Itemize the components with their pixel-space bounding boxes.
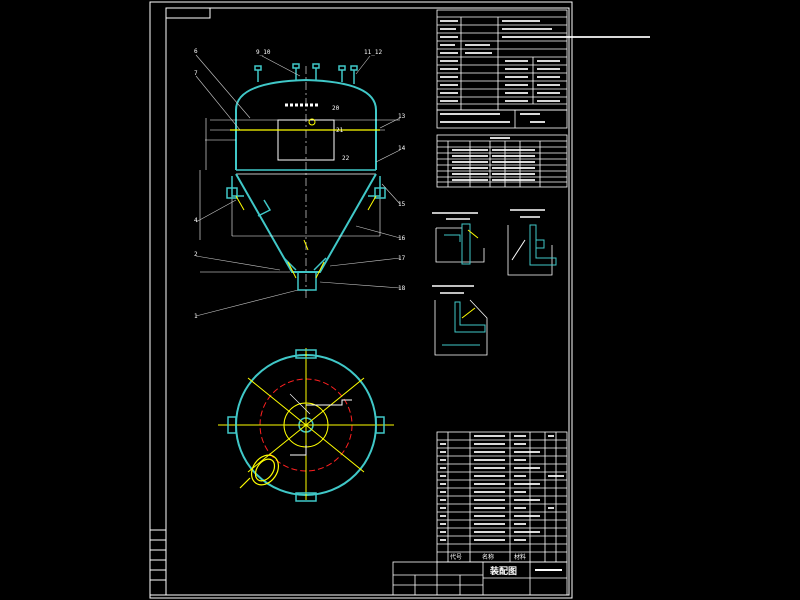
title-block [392, 561, 568, 596]
label-14: 14 [398, 145, 406, 152]
spec-table [436, 9, 568, 129]
detail-view-1 [432, 212, 485, 265]
vessel-plan-view [218, 348, 394, 502]
vessel-outlet [297, 272, 317, 291]
label-11-12: 11_12 [364, 49, 382, 56]
label-15: 15 [398, 201, 406, 208]
parts-header-code: 代号 [450, 553, 462, 561]
inner-frame [165, 7, 570, 596]
sheet-frame [149, 1, 573, 599]
drawing-title: 装配图 [489, 565, 517, 577]
label-9-10: 9_10 [256, 49, 271, 56]
plan-manhole [239, 454, 280, 489]
label-4: 4 [194, 217, 198, 224]
parts-list-header: 代号 名称 材料 [450, 553, 526, 561]
parts-header-name: 名称 [482, 553, 494, 561]
label-21: 21 [336, 127, 344, 134]
parts-list [436, 431, 568, 563]
label-7: 7 [194, 70, 198, 77]
parts-list-fill [440, 435, 564, 541]
nozzle-table-fill [452, 137, 535, 181]
label-2: 2 [194, 251, 198, 258]
label-22: 22 [342, 155, 350, 162]
spec-table-text-lines [440, 20, 650, 123]
label-13: 13 [398, 113, 406, 120]
label-17: 17 [398, 255, 406, 262]
left-stamp-column [149, 529, 167, 596]
detail-view-2 [507, 209, 557, 276]
label-20: 20 [332, 105, 340, 112]
parts-header-material: 材料 [514, 553, 526, 561]
label-1: 1 [194, 313, 198, 320]
detail-view-3 [432, 285, 488, 356]
nozzle-table [436, 134, 568, 188]
vessel-cone [235, 173, 377, 273]
vessel-dome [235, 78, 377, 111]
corner-tag [165, 7, 211, 19]
leader-labels: 6 7 9_10 11_12 13 14 15 16 17 18 4 2 1 2… [194, 48, 406, 320]
label-16: 16 [398, 235, 406, 242]
outer-frame [149, 1, 573, 599]
label-18: 18 [398, 285, 406, 292]
vessel-elevation [195, 54, 401, 317]
label-6: 6 [194, 48, 198, 55]
